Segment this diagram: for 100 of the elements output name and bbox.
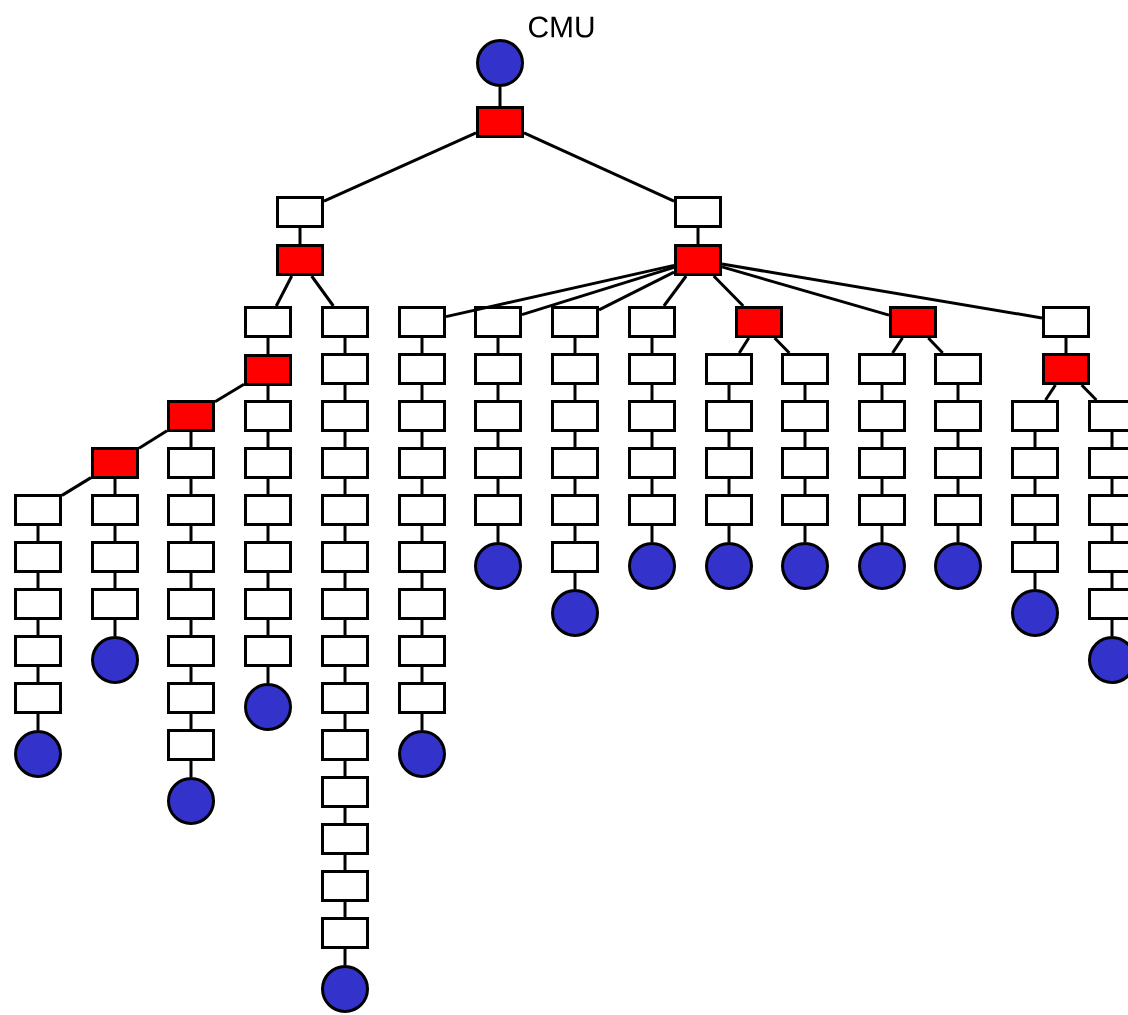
node-box [1088, 494, 1128, 526]
node-box [474, 447, 522, 479]
node-circle [1088, 636, 1128, 684]
node-box [858, 494, 906, 526]
node-box [1011, 400, 1059, 432]
connector-line [1064, 338, 1068, 353]
node-box [398, 447, 446, 479]
connector-line [310, 275, 335, 307]
node-box [321, 917, 369, 949]
node-box [398, 635, 446, 667]
node-box [858, 353, 906, 385]
connector-line [650, 526, 654, 542]
connector-line [189, 620, 193, 635]
node-box [934, 447, 982, 479]
node-box [321, 447, 369, 479]
node-box [321, 776, 369, 808]
node-box [398, 306, 446, 338]
node-box [1088, 541, 1128, 573]
node-circle [91, 636, 139, 684]
connector-line [343, 432, 347, 447]
connector-line [343, 667, 347, 682]
connector-line [36, 573, 40, 588]
connector-line [420, 714, 424, 730]
connector-line [189, 573, 193, 588]
beside-label: CMU [529, 16, 594, 38]
connector-line [266, 573, 270, 588]
node-box [551, 400, 599, 432]
connector-line [343, 526, 347, 541]
node-box [244, 494, 292, 526]
node-box [91, 494, 139, 526]
node-box [735, 306, 783, 338]
node-circle [476, 39, 524, 87]
connector-line [712, 274, 745, 308]
node-box [321, 400, 369, 432]
connector-line [1033, 526, 1037, 541]
connector-line [1110, 479, 1114, 494]
connector-line [420, 338, 424, 353]
connector-line [737, 337, 751, 354]
node-circle [858, 542, 906, 590]
node-box [167, 541, 215, 573]
connector-line [343, 385, 347, 400]
node-box [14, 588, 62, 620]
node-box [321, 729, 369, 761]
connector-line [803, 479, 807, 494]
connector-line [343, 714, 347, 729]
connector-line [573, 573, 577, 589]
connector-line [266, 667, 270, 683]
connector-line [650, 479, 654, 494]
node-box [167, 494, 215, 526]
node-box [276, 196, 324, 228]
node-box [244, 447, 292, 479]
connector-line [274, 275, 294, 307]
connector-line [496, 385, 500, 400]
node-box [1088, 447, 1128, 479]
connector-line [266, 338, 270, 354]
connector-line [420, 573, 424, 588]
connector-line [189, 761, 193, 777]
node-box [781, 353, 829, 385]
connector-line [343, 855, 347, 870]
node-circle [398, 730, 446, 778]
connector-line [1110, 432, 1114, 447]
connector-line [1110, 573, 1114, 588]
connector-line [1033, 573, 1037, 589]
node-box [398, 400, 446, 432]
connector-line [343, 949, 347, 965]
node-box [1042, 306, 1090, 338]
node-circle [551, 589, 599, 637]
node-box [167, 635, 215, 667]
connector-line [573, 432, 577, 447]
connector-line [343, 338, 347, 353]
connector-line [343, 479, 347, 494]
node-box [1011, 494, 1059, 526]
node-box [14, 635, 62, 667]
node-box [781, 494, 829, 526]
connector-line [1044, 384, 1057, 401]
node-box [244, 635, 292, 667]
node-box [321, 635, 369, 667]
node-circle [934, 542, 982, 590]
node-box [781, 400, 829, 432]
connector-line [803, 526, 807, 542]
connector-line [880, 432, 884, 447]
connector-line [113, 479, 117, 494]
connector-line [573, 385, 577, 400]
connector-line [1033, 479, 1037, 494]
connector-line [650, 338, 654, 353]
connector-line [956, 385, 960, 400]
node-box [244, 306, 292, 338]
node-box [321, 306, 369, 338]
connector-line [956, 526, 960, 542]
node-box [474, 494, 522, 526]
node-box [321, 588, 369, 620]
node-box [705, 353, 753, 385]
node-box [321, 682, 369, 714]
node-box [14, 682, 62, 714]
connector-line [523, 131, 675, 203]
connector-line [773, 336, 791, 355]
node-box [398, 494, 446, 526]
node-box [276, 244, 324, 276]
connector-line [420, 479, 424, 494]
node-box [1011, 541, 1059, 573]
